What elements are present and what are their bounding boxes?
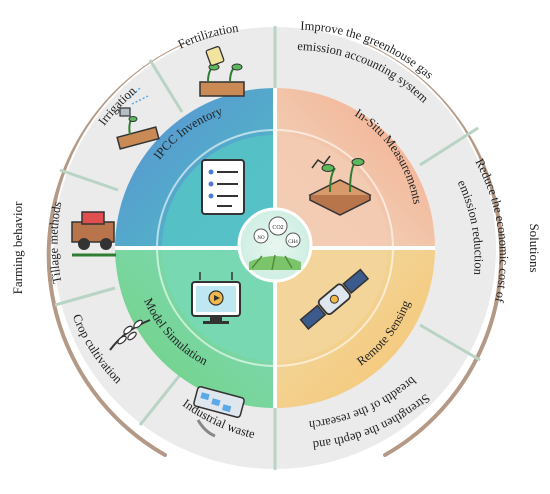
tillage-label: Tillage methods xyxy=(46,200,64,284)
checklist-icon xyxy=(201,159,245,215)
co2-label: CO2 xyxy=(272,225,283,231)
ch4-cloud-icon xyxy=(285,232,301,248)
ring-separators xyxy=(54,26,481,470)
tractor-icon xyxy=(71,211,116,257)
computer-model-icon xyxy=(191,272,241,324)
irrigation-icon xyxy=(116,87,160,150)
co2-cloud-icon xyxy=(268,216,288,236)
satellite-icon xyxy=(299,268,370,330)
center-emblem: NO CO2 CH4 xyxy=(237,207,313,283)
field-icon xyxy=(249,256,301,270)
no-label: NO xyxy=(257,236,265,241)
factory-icon xyxy=(193,386,245,438)
farming-behavior-label: Farming behavior xyxy=(10,201,25,294)
ch4-label: CH4 xyxy=(288,240,298,245)
sprout-sensor-icon xyxy=(308,155,372,216)
no-cloud-icon xyxy=(253,228,269,244)
solutions-label: Solutions xyxy=(527,223,542,272)
fertilization-icon xyxy=(199,46,245,97)
wheat-icon xyxy=(109,319,151,351)
